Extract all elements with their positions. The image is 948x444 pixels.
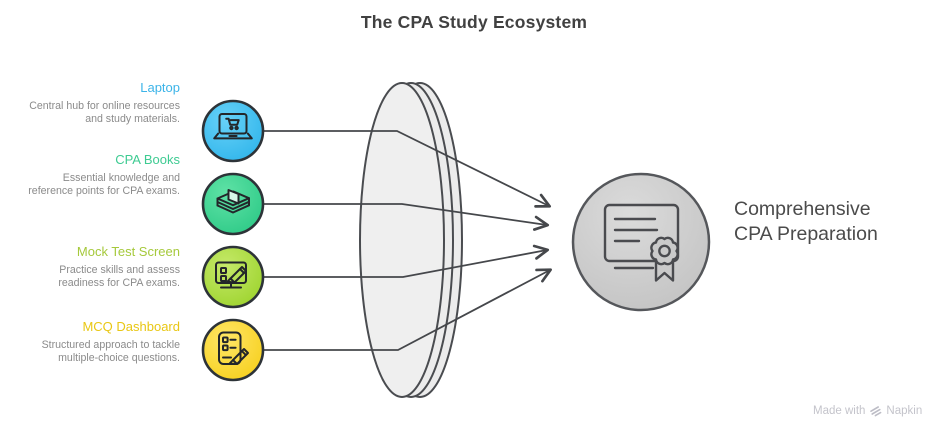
item-mock-test-screen-label: Mock Test Screen [76, 244, 180, 259]
item-laptop-description: Central hub for online resources and stu… [29, 100, 180, 125]
rays [264, 130, 552, 351]
result-label: Comprehensive CPA Preparation [734, 197, 878, 246]
result-label-line2: CPA Preparation [734, 222, 878, 245]
books-stack-icon [201, 172, 265, 236]
laptop-shopping-icon [201, 99, 265, 163]
item-cpa-books-label: CPA Books [115, 152, 180, 167]
item-laptop: Laptop Central hub for online resources … [24, 80, 180, 125]
item-cpa-books-description: Essential knowledge and reference points… [28, 172, 180, 197]
item-mock-test-screen-description: Practice skills and assess readiness for… [58, 264, 180, 289]
ray-mock-test [264, 244, 550, 278]
item-mock-test-screen: Mock Test Screen Practice skills and ass… [24, 244, 180, 289]
watermark-prefix: Made with [813, 404, 866, 417]
item-mcq-dashboard-description: Structured approach to tackle multiple-c… [41, 339, 180, 364]
watermark: Made with Napkin [813, 404, 922, 417]
monitor-pencil-icon [201, 245, 265, 309]
page-title: The CPA Study Ecosystem [360, 12, 588, 32]
item-laptop-label: Laptop [140, 80, 180, 95]
ray-mcq-dashboard [264, 268, 552, 351]
item-mcq-dashboard-label: MCQ Dashboard [82, 319, 180, 334]
checklist-pencil-icon [201, 318, 265, 382]
ray-laptop [264, 130, 551, 208]
item-cpa-books: CPA Books Essential knowledge and refere… [24, 152, 180, 197]
napkin-logo-icon [870, 406, 882, 417]
ray-cpa-books [264, 203, 550, 231]
item-mcq-dashboard: MCQ Dashboard Structured approach to tac… [24, 319, 180, 364]
result-label-line1: Comprehensive [734, 198, 871, 220]
focus-lens [359, 82, 463, 398]
watermark-brand: Napkin [886, 404, 923, 417]
certificate-icon [571, 172, 711, 312]
